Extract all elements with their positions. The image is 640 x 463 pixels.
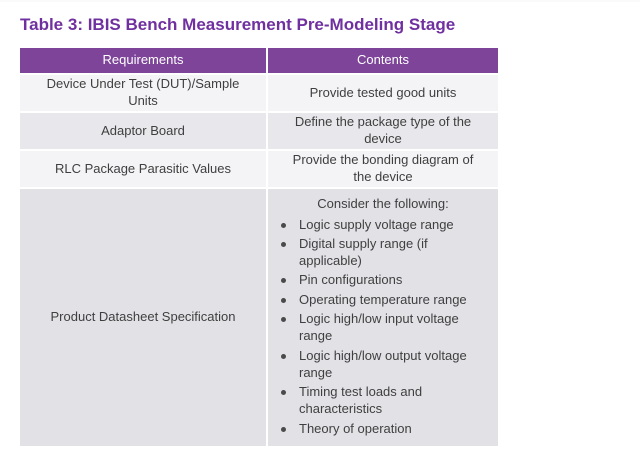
list-item: Operating temperature range: [268, 291, 498, 308]
list-item-label: Logic high/low output voltage range: [299, 347, 467, 380]
column-header-requirements: Requirements: [20, 48, 266, 73]
list-item-label: Digital supply range (if applicable): [299, 235, 428, 269]
list-item: Timing test loads and characteristics: [268, 383, 498, 418]
list-item-label: Logic high/low input voltage range: [299, 311, 459, 344]
list-item-label: Operating temperature range: [299, 291, 467, 307]
bullet-dot-icon: [281, 426, 286, 432]
requirement-cell-datasheet-spec: Product Datasheet Specification: [20, 189, 266, 446]
list-item: Logic high/low output voltage range: [268, 347, 498, 382]
list-item-label: Timing test loads and characteristics: [299, 384, 423, 417]
list-item: Logic supply voltage range: [268, 216, 498, 233]
bullet-dot-icon: [281, 297, 286, 303]
content-cell-dut-sample-units: Provide tested good units: [268, 75, 498, 111]
list-item: Theory of operation: [268, 420, 498, 437]
list-item-label: Logic supply voltage range: [299, 216, 454, 232]
list-item: Pin configurations: [268, 271, 498, 288]
bullet-dot-icon: [281, 317, 286, 323]
content-cell-rlc-package: Provide the bonding diagram of the devic…: [268, 151, 498, 187]
page-title: Table 3: IBIS Bench Measurement Pre-Mode…: [20, 15, 456, 34]
column-header-contents: Contents: [268, 48, 498, 73]
bullet-dot-icon: [281, 353, 286, 359]
requirement-cell-rlc-package: RLC Package Parasitic Values: [20, 151, 266, 187]
bullet-dot-icon: [281, 390, 286, 396]
bullet-dot-icon: [281, 278, 286, 284]
content-cell-datasheet-spec: Consider the following: Logic supply vol…: [268, 189, 498, 446]
bullet-dot-icon: [281, 222, 286, 228]
pre-modeling-stage-table: Requirements Contents Device Under Test …: [20, 48, 498, 446]
list-item-label: Theory of operation: [299, 420, 412, 436]
content-cell-adaptor-board: Define the package type of the device: [268, 113, 498, 149]
list-item: Digital supply range (if applicable): [268, 235, 498, 270]
requirement-cell-adaptor-board: Adaptor Board: [20, 113, 266, 149]
bullet-dot-icon: [281, 241, 286, 247]
requirement-cell-dut-sample-units: Device Under Test (DUT)/Sample Units: [20, 75, 266, 111]
list-item: Logic high/low input voltage range: [268, 310, 498, 345]
list-item-label: Pin configurations: [299, 272, 403, 288]
consider-following-label: Consider the following:: [317, 196, 449, 211]
datasheet-bullet-list: Logic supply voltage range Digital suppl…: [268, 216, 498, 437]
